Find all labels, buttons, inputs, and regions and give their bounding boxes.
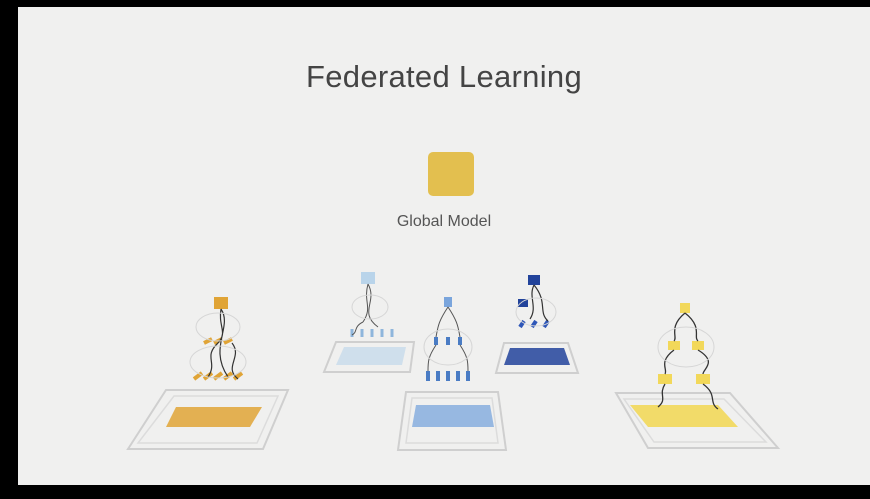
- device-back-right-top-node: [528, 275, 540, 285]
- global-model-label: Global Model: [396, 213, 492, 230]
- device-back-left-layer: [350, 329, 394, 337]
- device-left-links: [207, 308, 239, 380]
- device-right: [614, 303, 781, 449]
- device-right-node-1: [658, 374, 672, 384]
- device-left-ghost-2: [189, 345, 247, 379]
- device-left-screen: [136, 395, 280, 444]
- device-back-left: [322, 272, 416, 373]
- device-right-ghost: [657, 326, 715, 368]
- device-center-ghost: [423, 328, 473, 366]
- device-right-links: [657, 312, 719, 410]
- device-right-node-4: [692, 341, 704, 350]
- device-left-top-node: [214, 297, 228, 309]
- device-back-left-ghost: [351, 294, 389, 320]
- device-back-left-links: [351, 283, 379, 336]
- device-right-top-node: [680, 303, 690, 313]
- device-left-ghost-1: [195, 312, 241, 342]
- device-center-screen: [405, 397, 499, 444]
- device-back-right-base-layer: [504, 348, 570, 365]
- device-back-left-tablet: [322, 341, 416, 373]
- device-left-base-layer: [166, 407, 262, 427]
- device-center-layer-upper: [434, 337, 462, 345]
- device-center-top-node: [444, 297, 452, 307]
- device-center-links: [427, 306, 469, 372]
- device-right-screen: [622, 398, 768, 443]
- device-right-node-2: [696, 374, 710, 384]
- device-back-right: [494, 275, 580, 374]
- slide: Federated Learning Global Model: [18, 7, 870, 485]
- device-back-right-ghost: [515, 297, 557, 327]
- slide-title: Federated Learning: [306, 59, 582, 94]
- device-center-base-layer: [412, 405, 494, 427]
- device-back-right-node-2: [518, 299, 528, 307]
- device-center: [396, 297, 508, 451]
- device-back-left-base-layer: [336, 347, 406, 365]
- device-center-tablet: [396, 391, 508, 451]
- device-right-node-3: [668, 341, 680, 350]
- devices-illustration: [126, 272, 781, 451]
- device-left-tablet: [126, 389, 290, 450]
- global-model-square: [428, 152, 474, 196]
- device-back-right-links: [529, 284, 549, 322]
- device-back-left-top-node: [361, 272, 375, 284]
- device-center-layer-mid: [426, 371, 470, 381]
- device-left: [126, 297, 290, 450]
- device-back-right-tablet: [494, 342, 580, 374]
- device-right-tablet: [614, 392, 781, 449]
- device-right-base-layer: [630, 405, 738, 427]
